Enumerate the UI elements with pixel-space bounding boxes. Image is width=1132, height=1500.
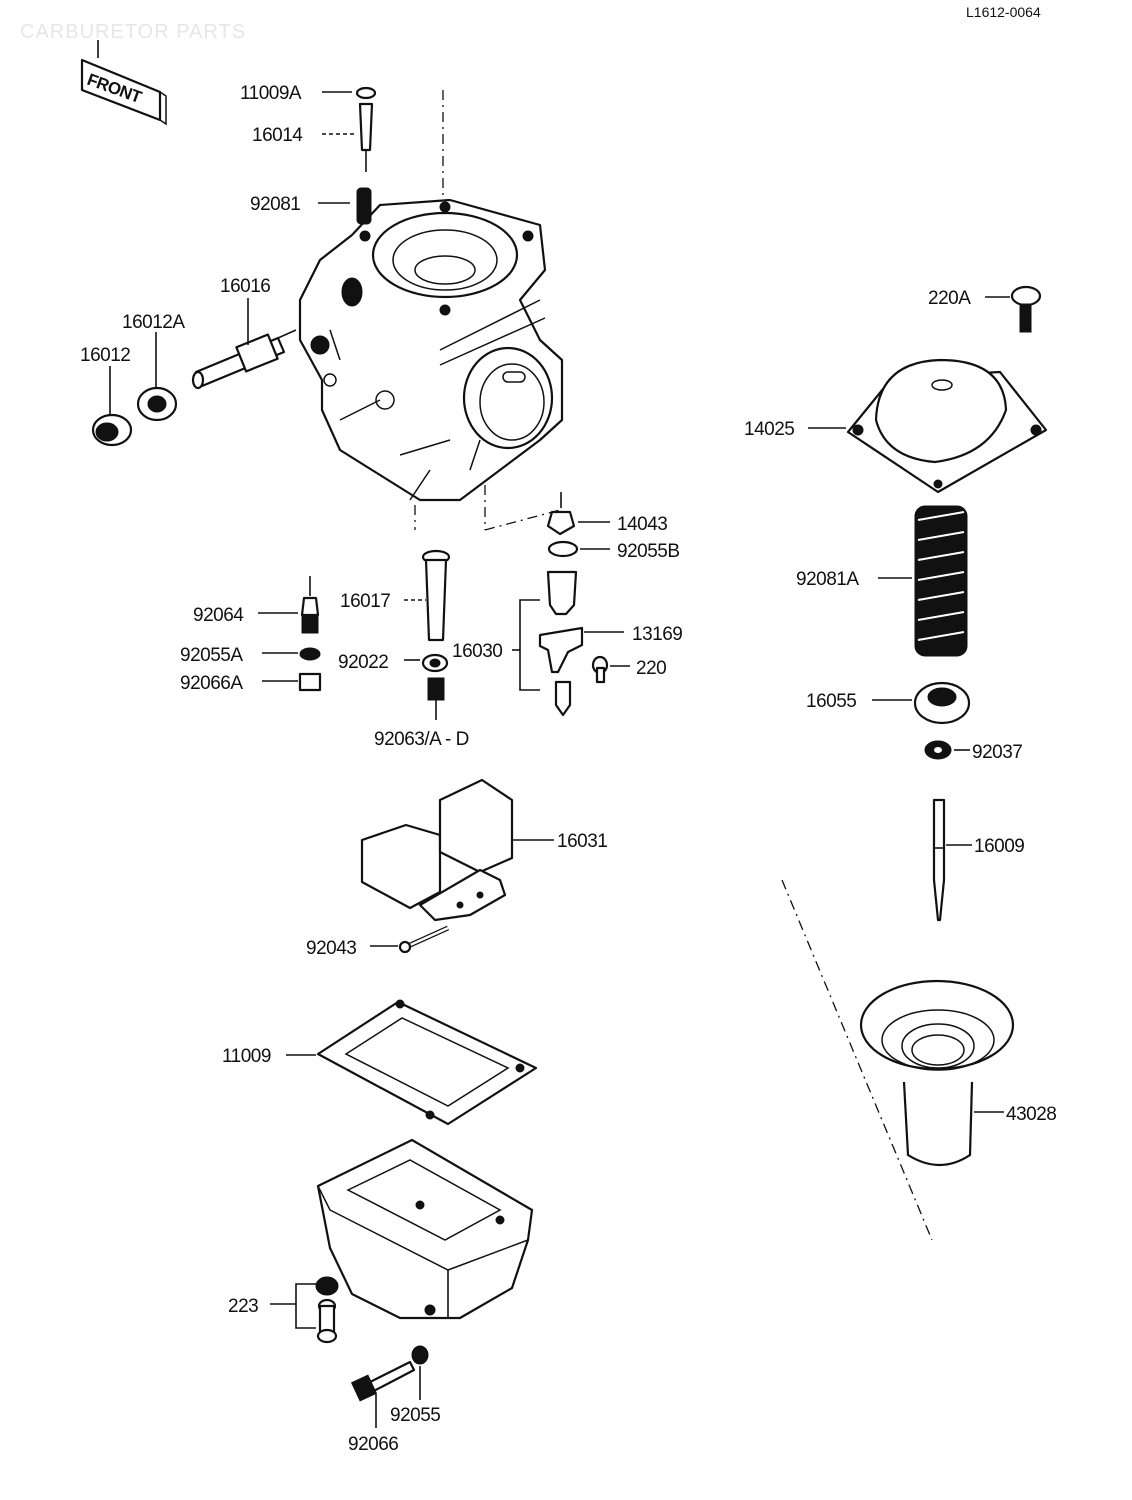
label-16009: 16009 <box>974 836 1024 857</box>
label-92043: 92043 <box>306 938 356 959</box>
part-92055B-oring <box>547 540 579 558</box>
part-43028-vacuum-piston <box>859 979 1015 1166</box>
label-92081: 92081 <box>250 194 300 215</box>
part-11009A-oring <box>355 86 377 100</box>
part-16012-cap <box>91 413 133 447</box>
label-16031: 16031 <box>557 831 607 852</box>
part-float-bowl <box>316 1138 534 1320</box>
front-sign: FRONT <box>80 40 167 126</box>
label-223: 223 <box>228 1296 258 1317</box>
label-16017: 16017 <box>340 591 390 612</box>
label-92066: 92066 <box>348 1434 398 1455</box>
label-16012A: 16012A <box>122 312 185 333</box>
label-11009: 11009 <box>222 1046 271 1067</box>
part-92063-main-jet <box>427 677 445 720</box>
part-92043-pin <box>398 925 450 954</box>
part-220-screw <box>591 655 609 684</box>
label-92081A: 92081A <box>796 569 859 590</box>
part-16030-float-valve <box>538 570 584 717</box>
label-92037: 92037 <box>972 742 1022 763</box>
part-223-screws <box>315 1276 339 1344</box>
label-43028: 43028 <box>1006 1104 1056 1125</box>
part-16017-needle-jet <box>421 549 451 642</box>
label-16016: 16016 <box>220 276 270 297</box>
part-92022-washer <box>421 653 449 673</box>
part-92064-screw <box>300 576 320 634</box>
label-14025: 14025 <box>744 419 794 440</box>
label-220A: 220A <box>928 288 971 309</box>
label-92055: 92055 <box>390 1405 440 1426</box>
part-16016-plunger <box>191 329 297 390</box>
part-92055-oring <box>411 1345 429 1365</box>
label-16055: 16055 <box>806 691 856 712</box>
label-92064: 92064 <box>193 605 244 626</box>
part-16031-float <box>360 778 514 922</box>
part-11009-gasket <box>316 999 538 1126</box>
part-14043-jet <box>546 492 576 536</box>
part-16055-seat <box>913 681 971 725</box>
part-92081-spring <box>356 187 372 225</box>
label-16030: 16030 <box>452 641 502 662</box>
label-92066A: 92066A <box>180 673 243 694</box>
label-14043: 14043 <box>617 514 667 535</box>
label-92063: 92063/A - D <box>374 729 469 750</box>
label-92022: 92022 <box>338 652 388 673</box>
label-16014: 16014 <box>252 125 303 146</box>
part-14025-top-cap <box>846 358 1048 494</box>
carburetor-body <box>298 198 564 502</box>
part-220A-screw <box>1010 285 1042 333</box>
label-11009A: 11009A <box>240 83 302 104</box>
part-16014-screw <box>358 102 374 172</box>
part-16012A-nut <box>136 386 178 422</box>
label-92055B: 92055B <box>617 541 680 562</box>
diagram-title: CARBURETOR PARTS <box>20 21 246 43</box>
figure-code: L1612-0064 <box>966 4 1041 20</box>
part-92055A-oring <box>299 647 321 661</box>
label-220: 220 <box>636 658 666 679</box>
part-92066-drain-screw <box>350 1360 416 1402</box>
label-92055A: 92055A <box>180 645 243 666</box>
part-92066A-plug <box>298 672 322 692</box>
axis-line-right <box>781 879 933 1241</box>
part-92037-clip <box>924 740 952 760</box>
part-16009-jet-needle <box>932 798 946 922</box>
label-13169: 13169 <box>632 624 682 645</box>
label-16012: 16012 <box>80 345 130 366</box>
part-92081A-spring <box>914 505 968 657</box>
